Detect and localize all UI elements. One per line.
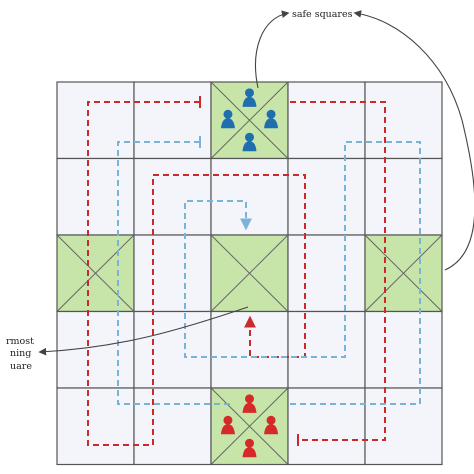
- blue-piece: [220, 109, 235, 129]
- board-square: [287, 234, 366, 313]
- red-piece: [220, 415, 235, 435]
- safe-square-diagonal: [210, 81, 289, 159]
- safe-square-diagonal: [364, 234, 443, 312]
- board-square: [133, 234, 212, 313]
- innermost-label-line3: uare: [10, 361, 32, 372]
- board-square: [364, 387, 443, 466]
- safe-squares-label: safe squares: [292, 9, 353, 20]
- board-square: [287, 387, 366, 466]
- annotations: safe squares rmost ning uare: [6, 9, 474, 372]
- red-piece: [242, 438, 257, 458]
- safe-square-diagonal: [210, 387, 289, 465]
- red-piece: [264, 415, 279, 435]
- safe-square-diagonal: [210, 234, 289, 312]
- red-outer-path: [87, 101, 306, 446]
- safe-square-diagonal: [56, 234, 135, 312]
- blue-piece: [242, 132, 257, 152]
- board-square: [56, 387, 135, 466]
- innermost-label-line1: rmost: [6, 336, 34, 347]
- red-start-path: [290, 101, 386, 441]
- safe-squares-arrow-right: [353, 10, 474, 271]
- blue-inner-path: [184, 141, 421, 405]
- innermost-square-arrow: [38, 306, 249, 356]
- blue-outer-path: [117, 141, 230, 405]
- board-square: [287, 157, 366, 236]
- blue-piece: [264, 109, 279, 129]
- board-square: [364, 310, 443, 389]
- board-square: [364, 157, 443, 236]
- board-square: [133, 81, 212, 160]
- board-square: [56, 81, 135, 160]
- board-square: [56, 157, 135, 236]
- blue-piece: [242, 88, 257, 107]
- red-piece: [242, 394, 257, 413]
- board-square: [133, 310, 212, 389]
- movement-paths: [87, 96, 421, 446]
- board-square: [133, 157, 212, 236]
- player-pieces: [220, 88, 279, 458]
- safe-squares-arrow-left: [255, 10, 290, 89]
- board-square: [287, 310, 366, 389]
- board-square: [287, 81, 366, 160]
- safe-square-marks: [56, 81, 443, 465]
- innermost-label-line2: ning: [10, 348, 31, 359]
- board-square: [364, 81, 443, 160]
- board-square: [210, 157, 289, 236]
- board-square: [133, 387, 212, 466]
